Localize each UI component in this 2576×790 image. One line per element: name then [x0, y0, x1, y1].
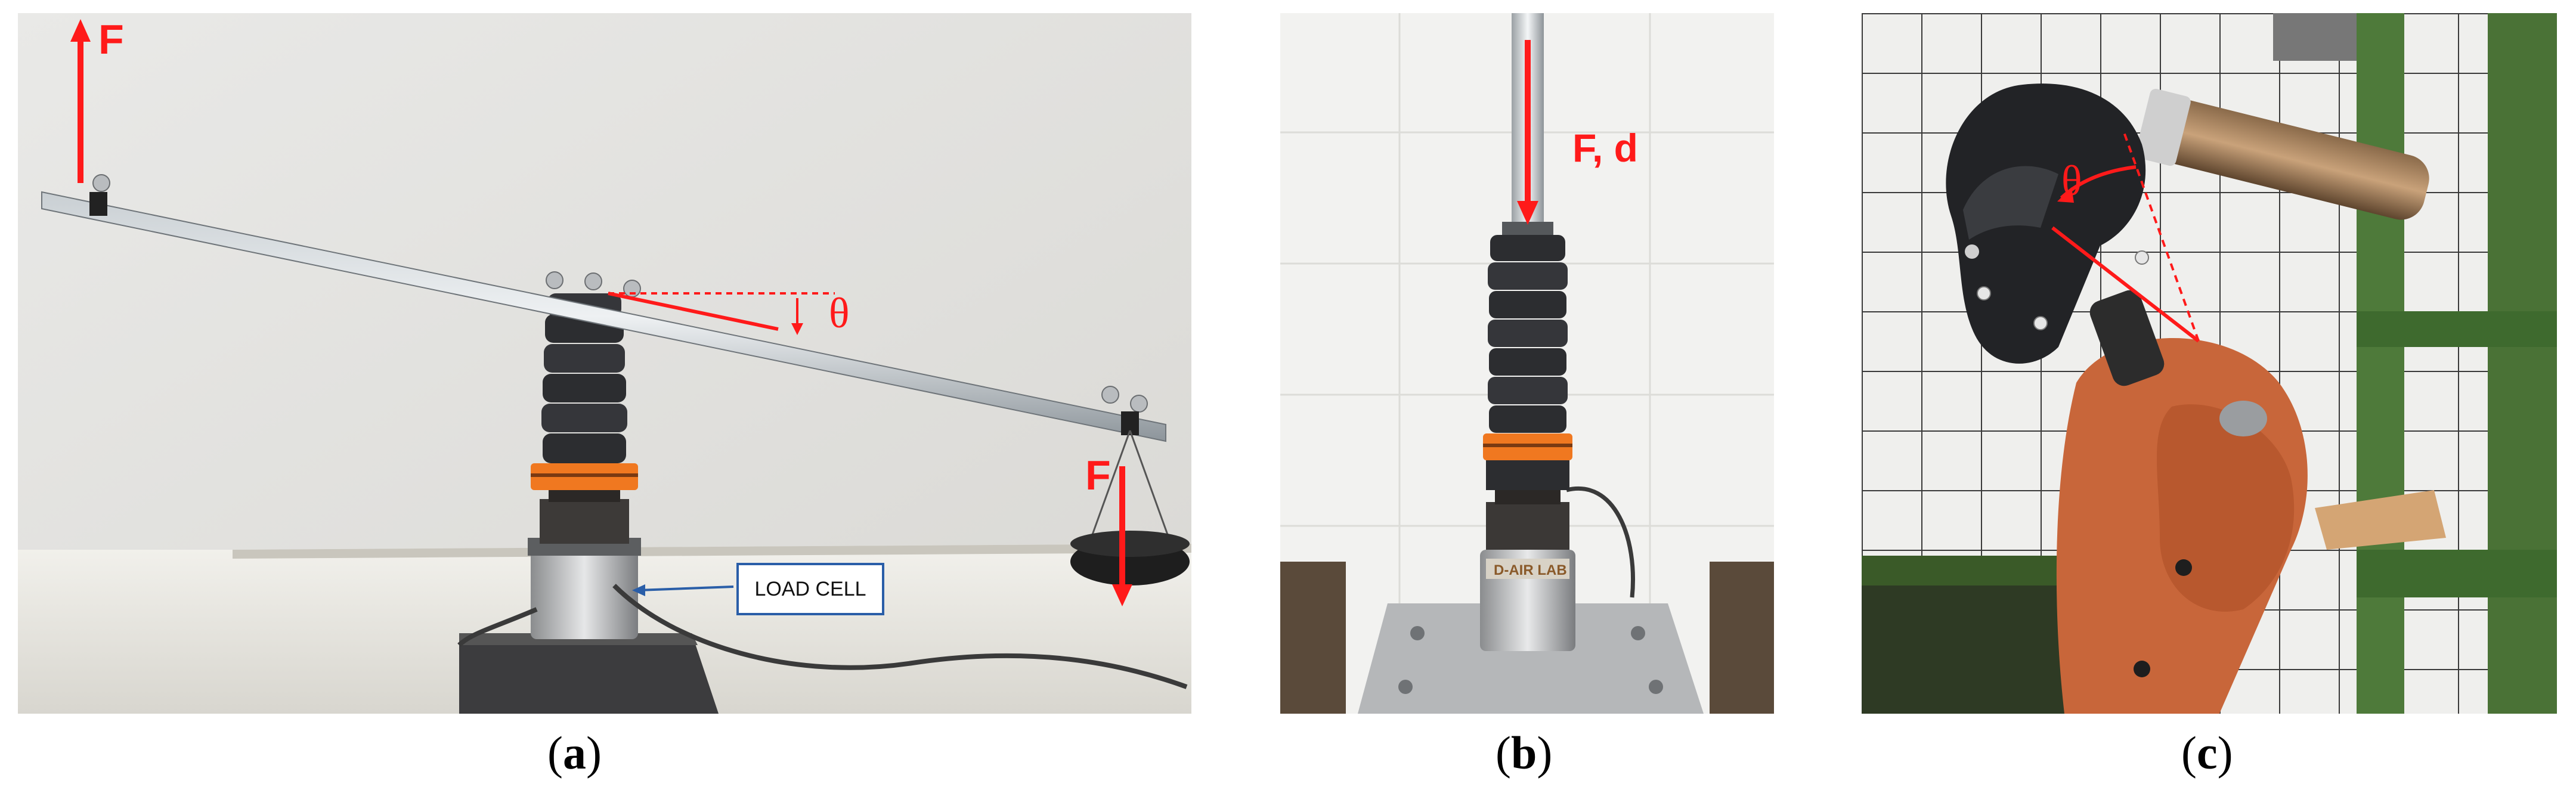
- photo-panel-c: θ: [1862, 13, 2557, 714]
- angle-label-theta: θ: [2061, 157, 2082, 205]
- spine-stack: [1488, 235, 1568, 433]
- panel-b-illustration: [1280, 13, 1774, 714]
- photo-panel-a: F F θ LOAD CELL: [18, 13, 1191, 714]
- force-label-right: F: [1085, 452, 1111, 498]
- load-cell: [531, 550, 638, 639]
- caption-a: (a): [547, 727, 602, 779]
- caption-c: (c): [2181, 727, 2233, 779]
- impactor-tube: [2135, 88, 2429, 220]
- tilted-reference-line: [608, 292, 779, 331]
- cable: [1566, 487, 1635, 598]
- test-rig-frame: [2357, 13, 2404, 714]
- helmet: [1946, 83, 2146, 364]
- panel-c-illustration: [1862, 13, 2557, 714]
- load-cell-label: LOAD CELL: [754, 577, 866, 600]
- load-cell-label-box: LOAD CELL: [736, 563, 884, 615]
- force-displacement-label: F, d: [1572, 126, 1638, 170]
- plate-text: D-AIR LAB: [1494, 562, 1567, 578]
- load-cell-pointer: [632, 584, 734, 596]
- angle-arrow: [791, 298, 803, 335]
- force-arrow: [1517, 40, 1538, 225]
- panel-a-illustration: [18, 13, 1191, 714]
- force-arrow-top: [70, 19, 91, 183]
- base-plate: [1358, 603, 1704, 714]
- angle-label-theta: θ: [829, 289, 850, 337]
- cable: [612, 584, 1188, 689]
- caption-b: (b): [1496, 727, 1553, 779]
- angle-annotation: [2051, 132, 2200, 343]
- table-edge: [233, 544, 1191, 559]
- force-arrow-right: [1112, 466, 1132, 606]
- marker-balls: [92, 174, 1148, 413]
- force-label-top: F: [98, 16, 124, 63]
- photo-panel-b: F, d D-AIR LAB: [1280, 13, 1774, 714]
- base-plate: [459, 633, 719, 714]
- lever-bar: [41, 191, 1166, 442]
